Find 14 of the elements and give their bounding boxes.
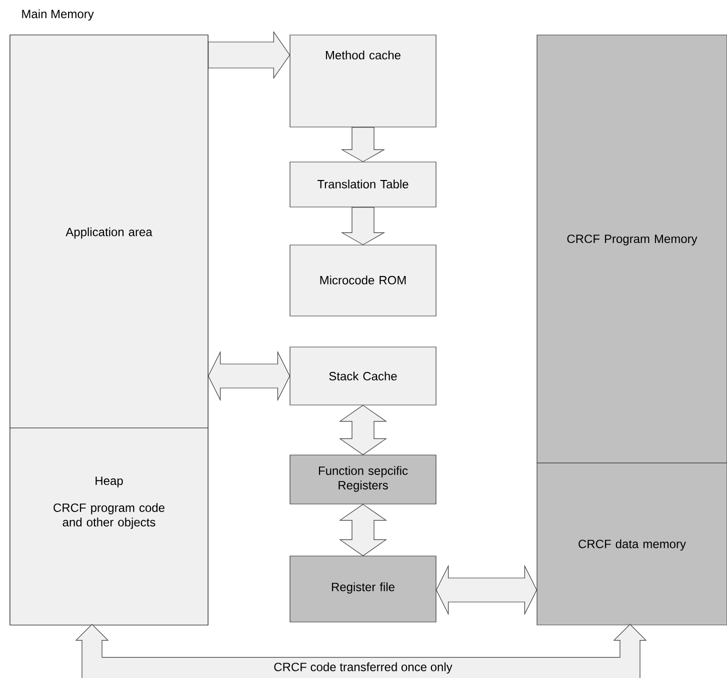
memory-region: Application area — [10, 34, 208, 428]
block-arrow — [208, 31, 290, 79]
unit-box: Method cache — [290, 34, 436, 128]
block-arrow — [340, 207, 386, 246]
unit-box: Function sepcific Registers — [290, 454, 436, 504]
unit-box: Microcode ROM — [290, 244, 436, 316]
memory-region: Heap CRCF program code and other objects — [10, 428, 208, 626]
block-arrow — [340, 127, 386, 162]
edge-label: CRCF code transferred once only — [272, 661, 454, 675]
unit-box: Translation Table — [290, 162, 436, 208]
memory-region: CRCF data memory — [536, 462, 727, 626]
unit-box: Register file — [290, 556, 436, 622]
node-label: Main Memory — [22, 9, 94, 21]
unit-box: Stack Cache — [290, 346, 436, 406]
